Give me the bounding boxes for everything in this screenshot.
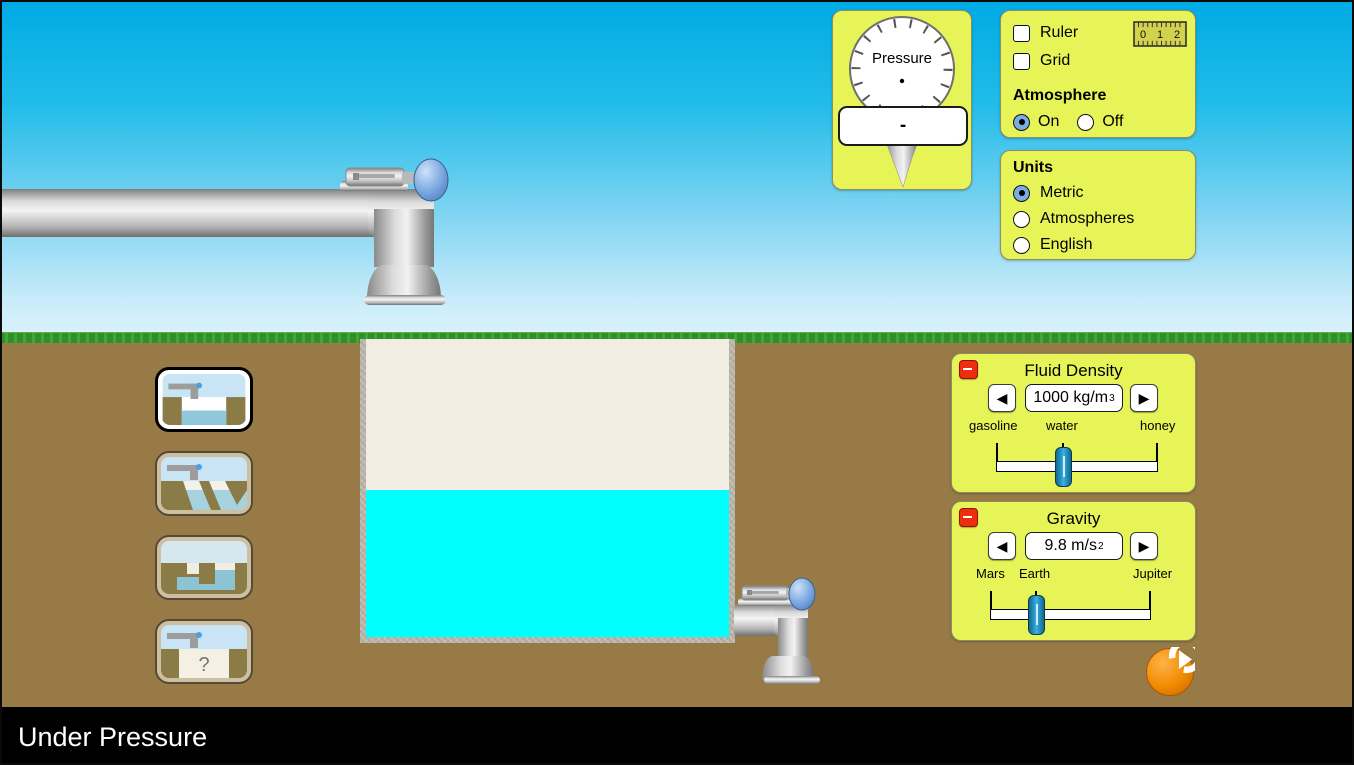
view-options-panel: Ruler 0 1 2 Grid Atmosphere On Off	[1000, 10, 1196, 138]
gravity-tick-mars	[990, 591, 992, 609]
scene-button-chambers[interactable]	[155, 535, 253, 600]
input-faucet	[2, 158, 449, 305]
units-metric-label: Metric	[1040, 184, 1084, 201]
fluid-tick-honey	[1156, 443, 1158, 461]
sim-title: Under Pressure	[18, 721, 208, 752]
units-english-label: English	[1040, 236, 1093, 253]
fluid-tick-gasoline	[996, 443, 998, 461]
units-metric-radio[interactable]	[1013, 184, 1030, 202]
ruler-label: Ruler	[1040, 24, 1079, 41]
reset-all-button[interactable]	[1145, 647, 1195, 697]
fluid-max-label: honey	[1140, 418, 1176, 433]
right-arrow-icon: ▶	[1138, 389, 1150, 406]
units-english-radio[interactable]	[1013, 236, 1030, 254]
fluid-density-slider-handle[interactable]	[1055, 447, 1072, 487]
left-arrow-icon: ◀	[996, 389, 1008, 406]
fluid-min-label: gasoline	[969, 418, 1018, 433]
fluid-density-collapse-button[interactable]	[959, 360, 978, 379]
pressure-gauge[interactable]: Pressure -	[832, 10, 972, 190]
fluid-density-decrement-button[interactable]: ◀	[988, 384, 1016, 412]
gravity-mid-label: Earth	[1019, 566, 1051, 581]
gravity-decrement-button[interactable]: ◀	[988, 532, 1016, 560]
ruler-checkbox[interactable]	[1013, 24, 1030, 42]
drain-handle[interactable]	[741, 577, 816, 611]
gravity-max-label: Jupiter	[1133, 566, 1173, 581]
scene-button-mystery[interactable]: ?	[155, 619, 253, 684]
faucet-spout-rim	[364, 295, 446, 305]
drain-spout-flare	[762, 656, 814, 680]
gravity-collapse-button[interactable]	[959, 508, 978, 527]
drain-spout-rim	[764, 676, 820, 684]
svg-text:1: 1	[1157, 29, 1163, 41]
units-heading: Units	[1013, 159, 1053, 176]
gauge-center-dot	[899, 78, 905, 84]
gravity-title: Gravity	[1046, 509, 1101, 528]
gauge-needle-spike	[884, 138, 920, 188]
drain-knob	[788, 577, 816, 611]
drain-faucet	[734, 577, 820, 684]
atmosphere-on-label: On	[1038, 113, 1060, 130]
faucet-knob	[413, 158, 449, 202]
scene-button-square-pool[interactable]	[155, 367, 253, 432]
svg-text:2: 2	[1174, 29, 1180, 41]
units-atmospheres-label: Atmospheres	[1040, 210, 1135, 227]
gauge-readout: -	[838, 106, 968, 146]
fluid-density-slider-track[interactable]	[996, 461, 1158, 472]
gravity-slider-track[interactable]	[990, 609, 1151, 620]
svg-text:0: 0	[1140, 29, 1146, 41]
gravity-min-label: Mars	[976, 566, 1005, 581]
pool-water	[366, 490, 729, 637]
grid-label: Grid	[1040, 52, 1071, 69]
gravity-slider-handle[interactable]	[1028, 595, 1045, 635]
scene-button-trapezoid-pool[interactable]	[155, 451, 253, 516]
fluid-mid-label: water	[1046, 418, 1078, 433]
right-arrow-icon: ▶	[1138, 537, 1150, 554]
gravity-tick-jupiter	[1149, 591, 1151, 609]
faucet-spout-flare	[367, 265, 441, 299]
navigation-bar: Under Pressure PhET™	[2, 707, 1352, 763]
fluid-density-title: Fluid Density	[1024, 361, 1123, 380]
mystery-question-mark: ?	[198, 654, 209, 676]
left-arrow-icon: ◀	[996, 537, 1008, 554]
atmosphere-on-radio[interactable]	[1013, 113, 1030, 131]
ruler-icon: 0 1 2	[1133, 21, 1187, 47]
reset-arrow-icon	[1168, 647, 1195, 674]
grid-checkbox[interactable]	[1013, 52, 1030, 70]
atmosphere-off-radio[interactable]	[1077, 113, 1095, 131]
faucet-handle[interactable]	[345, 158, 449, 202]
faucet-horizontal-pipe	[2, 189, 416, 237]
gauge-title: Pressure	[872, 50, 932, 67]
units-panel: Units Metric Atmospheres English	[1000, 150, 1196, 260]
fluid-density-increment-button[interactable]: ▶	[1130, 384, 1158, 412]
units-atmospheres-radio[interactable]	[1013, 210, 1030, 228]
atmosphere-off-label: Off	[1102, 113, 1124, 130]
gravity-increment-button[interactable]: ▶	[1130, 532, 1158, 560]
atmosphere-heading: Atmosphere	[1013, 87, 1107, 104]
